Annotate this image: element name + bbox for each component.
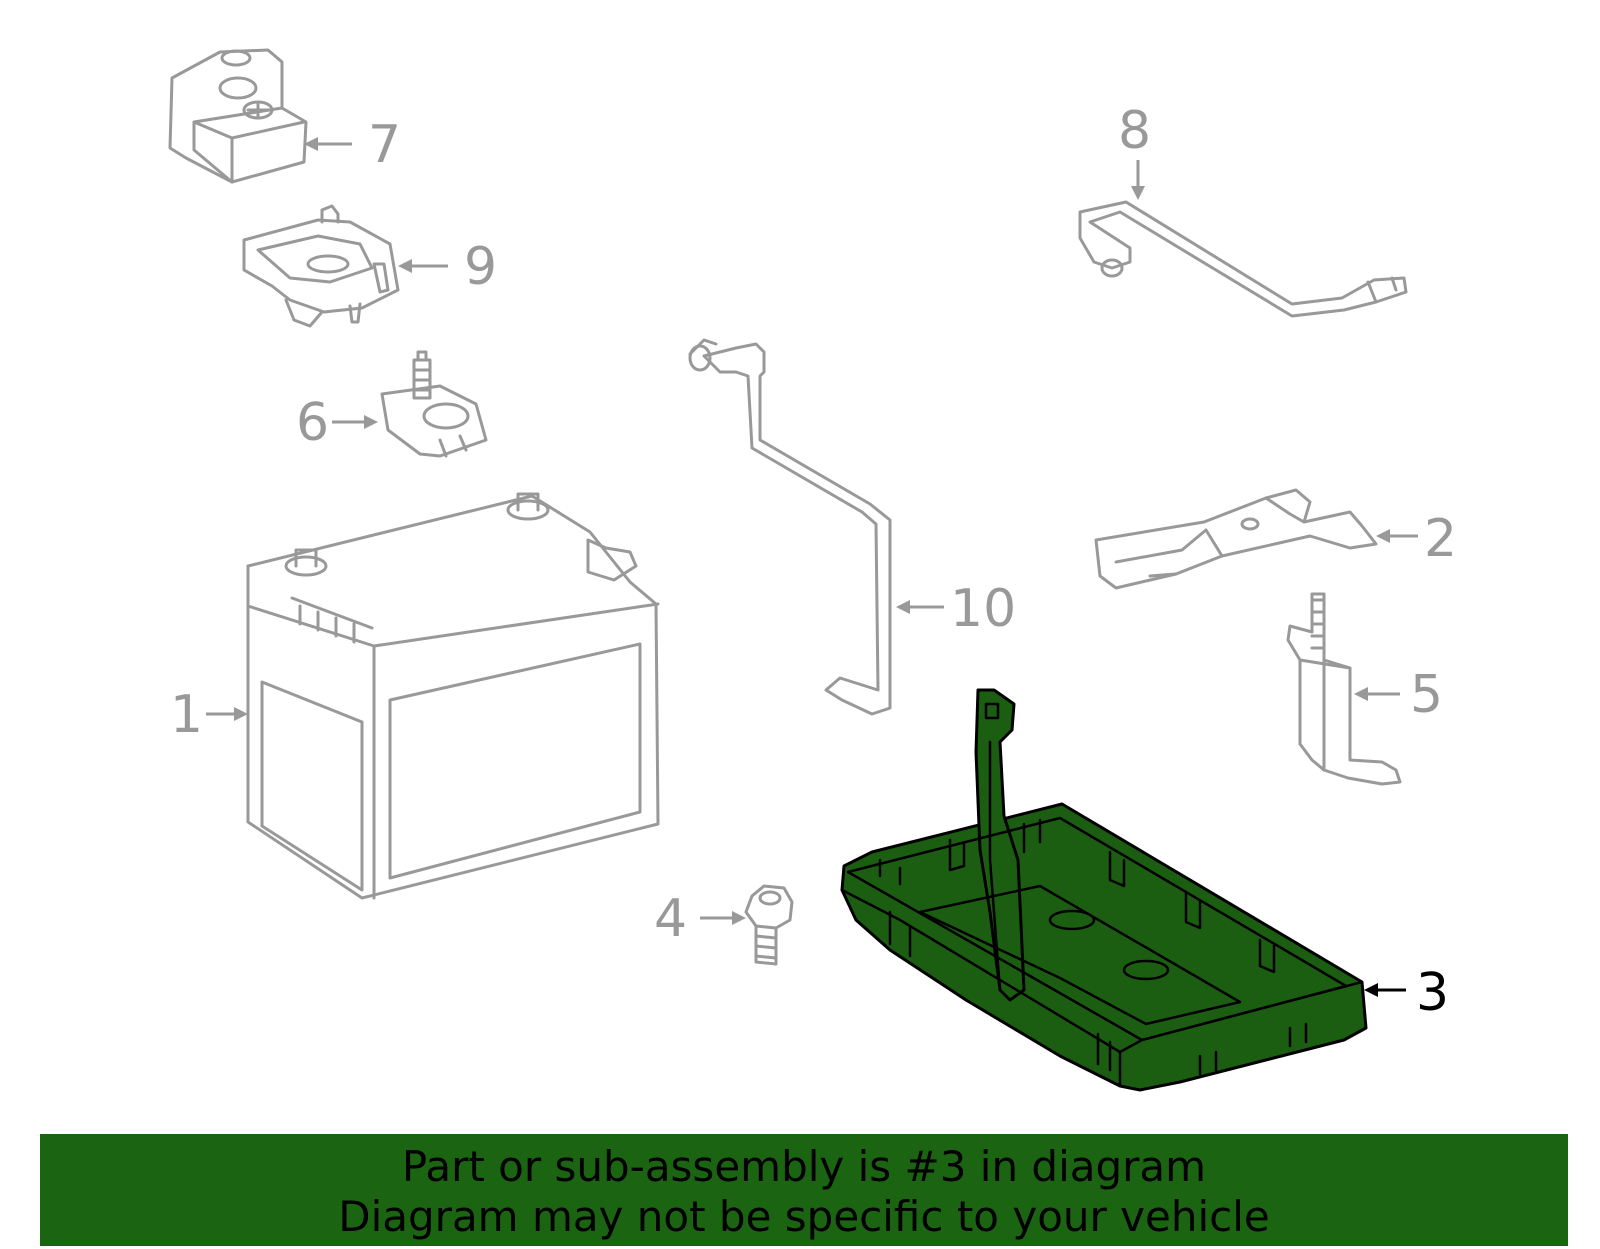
callout-8-label: 8 [1118, 101, 1151, 161]
callout-5-label: 5 [1410, 665, 1443, 725]
callout-2-label: 2 [1424, 509, 1457, 569]
part-1-battery[interactable] [246, 492, 660, 900]
part-2-bracket[interactable] [1094, 488, 1378, 590]
info-banner: Part or sub-assembly is #3 in diagram Di… [40, 1134, 1568, 1246]
callout-7: 7 [304, 115, 401, 175]
callout-9: 9 [398, 237, 497, 297]
part-4-bolt[interactable] [744, 884, 794, 966]
callout-6: 6 [296, 393, 378, 453]
callout-7-label: 7 [368, 115, 401, 175]
part-10-battery-cable[interactable] [688, 338, 892, 716]
callout-8: 8 [1118, 101, 1151, 200]
part-8-hold-down-rod[interactable] [1078, 200, 1408, 318]
banner-line-2: Diagram may not be specific to your vehi… [338, 1192, 1270, 1241]
callout-1: 1 [170, 685, 248, 745]
callout-9-label: 9 [464, 237, 497, 297]
callout-3: 3 [1364, 963, 1449, 1023]
part-5-support-bracket[interactable] [1286, 592, 1402, 786]
callout-3-label: 3 [1416, 963, 1449, 1023]
part-6-negative-terminal[interactable] [380, 350, 488, 458]
callout-4-label: 4 [654, 889, 687, 949]
callout-6-label: 6 [296, 393, 329, 453]
callout-10-label: 10 [950, 579, 1016, 639]
banner-line-1: Part or sub-assembly is #3 in diagram [401, 1142, 1207, 1191]
part-9-positive-terminal[interactable] [242, 204, 400, 328]
callout-4: 4 [654, 889, 746, 949]
part-3-battery-tray[interactable] [840, 688, 1368, 1092]
callout-1-label: 1 [170, 685, 203, 745]
part-7-terminal-cover[interactable] [168, 48, 308, 184]
callout-2: 2 [1376, 509, 1457, 569]
callout-10: 10 [896, 579, 1016, 639]
callout-5: 5 [1354, 665, 1443, 725]
